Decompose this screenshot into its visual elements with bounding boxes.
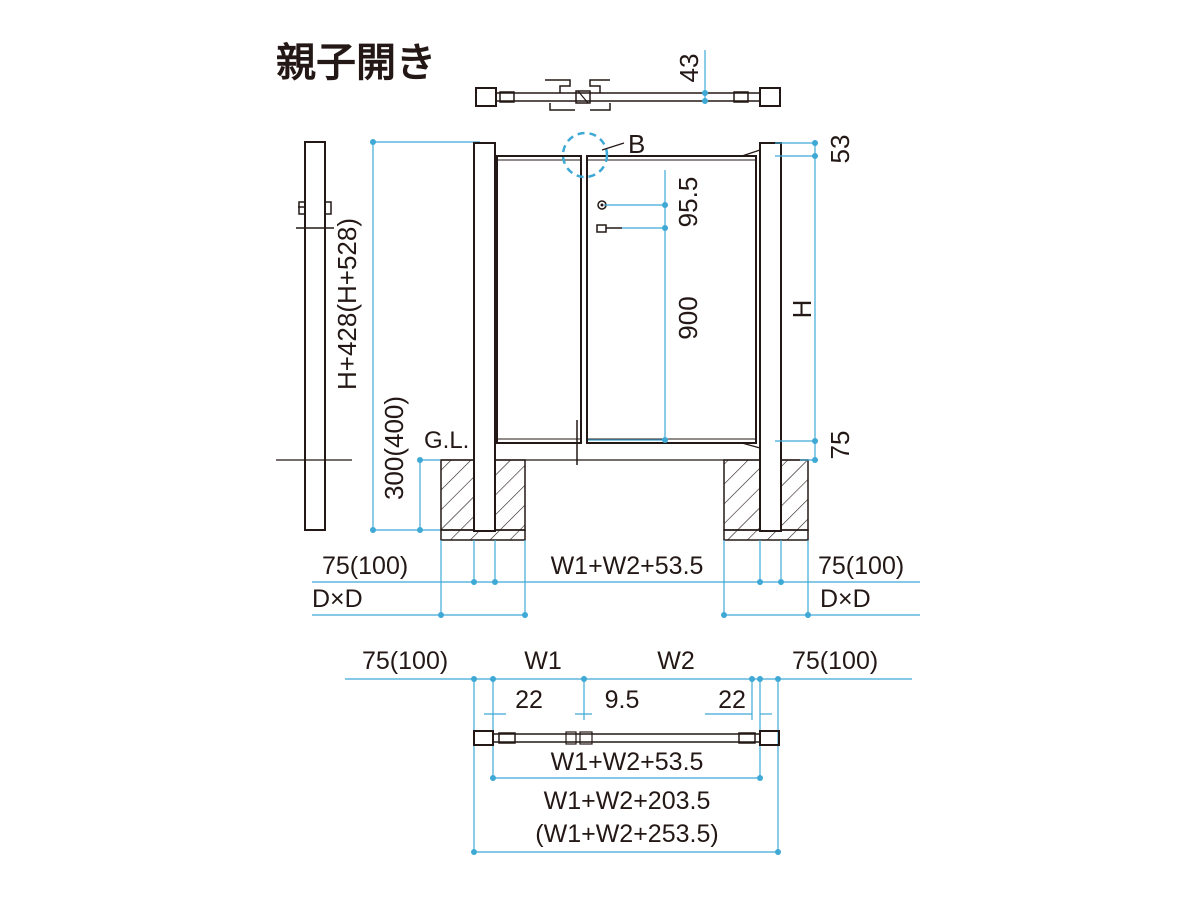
dim-latch-offset: 95.5 xyxy=(673,177,703,228)
plan-post-left: 75(100) xyxy=(362,647,448,675)
top-post-right xyxy=(759,87,781,107)
side-post xyxy=(304,141,326,531)
dim-top-depth: 43 xyxy=(674,54,704,83)
detail-b-label: B xyxy=(628,129,645,159)
post-right xyxy=(759,142,782,532)
front-elevation: B xyxy=(440,129,809,541)
top-post-left xyxy=(475,87,497,107)
dim-handle-height: 900 xyxy=(673,296,703,339)
dim-top-offset: 53 xyxy=(825,135,855,164)
plan-inner-width: W1+W2+53.5 xyxy=(551,748,704,776)
plan-gap-center: 9.5 xyxy=(605,686,640,714)
side-view xyxy=(276,141,352,531)
plan-post-left-shape xyxy=(473,730,494,746)
detail-b-marker xyxy=(561,131,609,179)
page-title: 親子開き xyxy=(276,40,436,86)
dim-post-right: 75(100) xyxy=(818,552,904,580)
dim-embed-depth: 300(400) xyxy=(379,396,409,500)
top-plan-view: 43 xyxy=(475,50,781,111)
plan-gap-left: 22 xyxy=(515,686,543,714)
post-left xyxy=(473,142,496,532)
plan-total-width: W1+W2+203.5 xyxy=(544,787,711,815)
plan-total-width-alt: (W1+W2+253.5) xyxy=(535,820,718,848)
plan-gap-right: 22 xyxy=(718,686,746,714)
dim-overall-width: W1+W2+53.5 xyxy=(551,552,704,580)
dim-post-left: 75(100) xyxy=(322,552,408,580)
dim-footing-right: D×D xyxy=(820,585,871,613)
leaf-large xyxy=(586,155,757,444)
leaf-small xyxy=(496,155,582,444)
plan-leaf-1: W1 xyxy=(524,647,562,675)
dim-total-height: H+428(H+528) xyxy=(332,218,362,390)
plan-post-right: 75(100) xyxy=(792,647,878,675)
plan-view: 75(100) W1 W2 75(100) 22 9.5 22 W1+W2+53… xyxy=(345,647,912,855)
dim-height: H xyxy=(787,300,817,319)
ground-level-label: G.L. xyxy=(424,427,469,454)
handle-icon xyxy=(596,224,607,233)
dim-footing-left: D×D xyxy=(312,585,363,613)
plan-leaf-2: W2 xyxy=(657,647,695,675)
dim-bottom-offset: 75 xyxy=(825,431,855,460)
plan-post-right-shape xyxy=(759,730,780,746)
